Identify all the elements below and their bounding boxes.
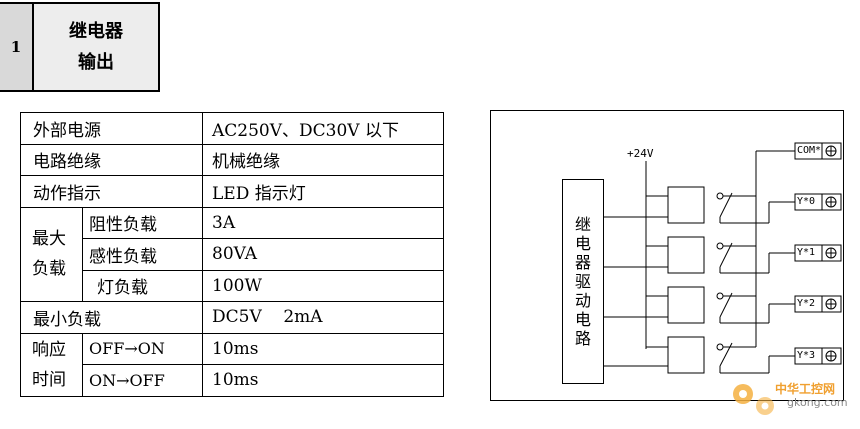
spec-sublabel: 阻性负载 <box>82 206 203 239</box>
relay-output-circuit-diagram: +24V 继 电 器 驱 动 电 路 COM* Y*0 Y*1 Y*2 Y*3 <box>490 110 844 401</box>
table-row: 外部电源 AC250V、DC30V 以下 <box>20 112 444 145</box>
response-time-label-line2: 时间 <box>32 369 66 390</box>
max-load-label-line2: 负载 <box>32 259 66 280</box>
table-row: 最大 负载 阻性负载 3A <box>20 206 444 302</box>
gear-icon <box>733 384 774 415</box>
max-load-label: 最大 负载 <box>20 206 83 302</box>
relay-contact-1 <box>716 242 795 274</box>
spec-value: 100W <box>202 269 444 302</box>
max-load-label-line1: 最大 <box>32 229 66 250</box>
relay-driver-block: 继 电 器 驱 动 电 路 <box>562 179 604 384</box>
terminal-label-y0: Y*0 <box>797 196 816 207</box>
relay-contact-3 <box>716 342 795 374</box>
section-title: 继电器 输出 <box>34 4 158 90</box>
driver-char: 动 <box>574 291 591 310</box>
spec-value: 10ms <box>202 332 444 365</box>
watermark-text-url: gkong.com <box>787 396 848 409</box>
table-row: 动作指示 LED 指示灯 <box>20 175 444 208</box>
table-row: 感性负载 80VA <box>21 238 444 271</box>
spec-value: AC250V、DC30V 以下 <box>202 112 444 145</box>
section-number: 1 <box>0 4 34 90</box>
table-row: ON→OFF 10ms <box>21 364 444 397</box>
relay-contact-0 <box>716 192 795 224</box>
spec-sublabel: OFF→ON <box>82 332 203 365</box>
watermark-text-cn: 中华工控网 <box>775 382 836 396</box>
spec-label: 外部电源 <box>20 112 203 145</box>
terminal-label-com: COM* <box>797 145 822 156</box>
spec-sublabel: 灯负载 <box>82 269 203 302</box>
response-time-label: 响应 时间 <box>20 332 83 397</box>
relay-contact-2 <box>716 292 795 324</box>
driver-char: 电 <box>574 310 591 329</box>
terminal-label-y1: Y*1 <box>797 247 816 258</box>
spec-value: 80VA <box>202 238 444 271</box>
watermark-logo: 中华工控网 gkong.com <box>727 374 857 428</box>
relay-coil-3 <box>604 336 705 374</box>
relay-coil-0 <box>604 186 705 224</box>
table-row: 最小负载 DC5V 2mA <box>20 301 444 334</box>
spec-value: 10ms <box>202 364 444 397</box>
table-row: 电路绝缘 机械绝缘 <box>20 143 444 176</box>
relay-coil-2 <box>604 286 705 324</box>
spec-value: 机械绝缘 <box>202 143 444 176</box>
spec-label: 最小负载 <box>20 301 203 334</box>
terminal-label-y2: Y*2 <box>797 298 816 309</box>
driver-char: 继 <box>574 215 591 234</box>
spec-value: DC5V 2mA <box>202 301 444 334</box>
response-time-label-line1: 响应 <box>32 339 66 360</box>
section-header: 1 继电器 输出 <box>0 2 160 92</box>
terminal-label-y3: Y*3 <box>797 350 816 361</box>
supply-voltage-label: +24V <box>627 147 654 160</box>
section-title-line2: 输出 <box>78 52 114 73</box>
table-row: 响应 时间 OFF→ON 10ms <box>20 332 444 397</box>
relay-coil-1 <box>604 236 705 274</box>
spec-value: 3A <box>202 206 444 239</box>
section-title-line1: 继电器 <box>69 21 123 42</box>
table-row: 灯负载 100W <box>21 269 444 302</box>
relay-spec-table: 外部电源 AC250V、DC30V 以下 电路绝缘 机械绝缘 动作指示 LED … <box>20 112 444 397</box>
spec-label: 电路绝缘 <box>20 143 203 176</box>
driver-char: 电 <box>574 234 591 253</box>
driver-char: 路 <box>574 329 591 348</box>
driver-char: 驱 <box>574 272 591 291</box>
spec-value: LED 指示灯 <box>202 175 444 208</box>
spec-sublabel: ON→OFF <box>82 364 203 397</box>
circuit-wiring <box>604 142 842 374</box>
spec-sublabel: 感性负载 <box>82 238 203 271</box>
spec-label: 动作指示 <box>20 175 203 208</box>
driver-char: 器 <box>574 253 591 272</box>
